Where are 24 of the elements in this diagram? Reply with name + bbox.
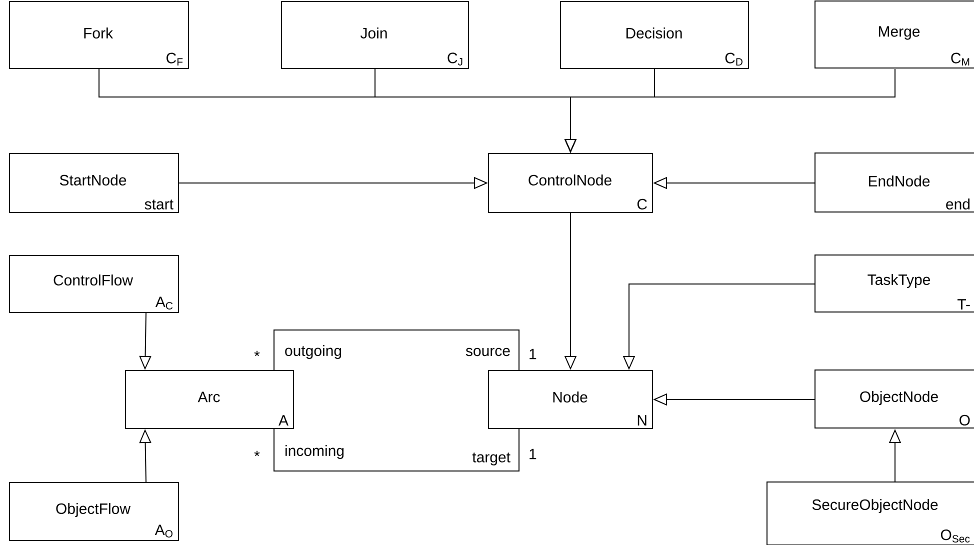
association-line xyxy=(274,330,520,370)
class-box: SecureObjectNode O$_{Sec}$ xyxy=(766,482,974,545)
role-label: incoming xyxy=(286,445,344,459)
role-label: outgoing xyxy=(285,345,342,359)
multiplicity: 1 xyxy=(530,448,536,460)
class-box: Merge C$_{M}$ xyxy=(814,0,974,68)
class-box: Node N xyxy=(488,370,653,429)
class-box: ObjectNode O xyxy=(814,370,974,428)
role-label: source xyxy=(466,348,510,356)
multiplicity: 1 xyxy=(530,348,536,360)
multiplicity: * xyxy=(254,450,260,456)
class-box: Decision C$_{D}$ xyxy=(560,1,749,69)
class-box: TaskType T- xyxy=(814,254,974,312)
class-box: ControlFlow A$_{C}$ xyxy=(9,255,179,313)
class-box: ControlNode C xyxy=(488,153,653,213)
class-box: ObjectFlow A$_{O}$ xyxy=(9,482,179,541)
class-box: StartNode start xyxy=(9,153,179,213)
class-box: Fork C$_{F}$ xyxy=(9,1,189,69)
multiplicity: * xyxy=(254,350,260,356)
association-line xyxy=(274,428,520,472)
class-box: Join C$_{J}$ xyxy=(281,1,469,69)
role-label: target xyxy=(472,452,510,466)
class-box: Arc A xyxy=(125,370,294,429)
class-box: EndNode end xyxy=(814,152,974,212)
